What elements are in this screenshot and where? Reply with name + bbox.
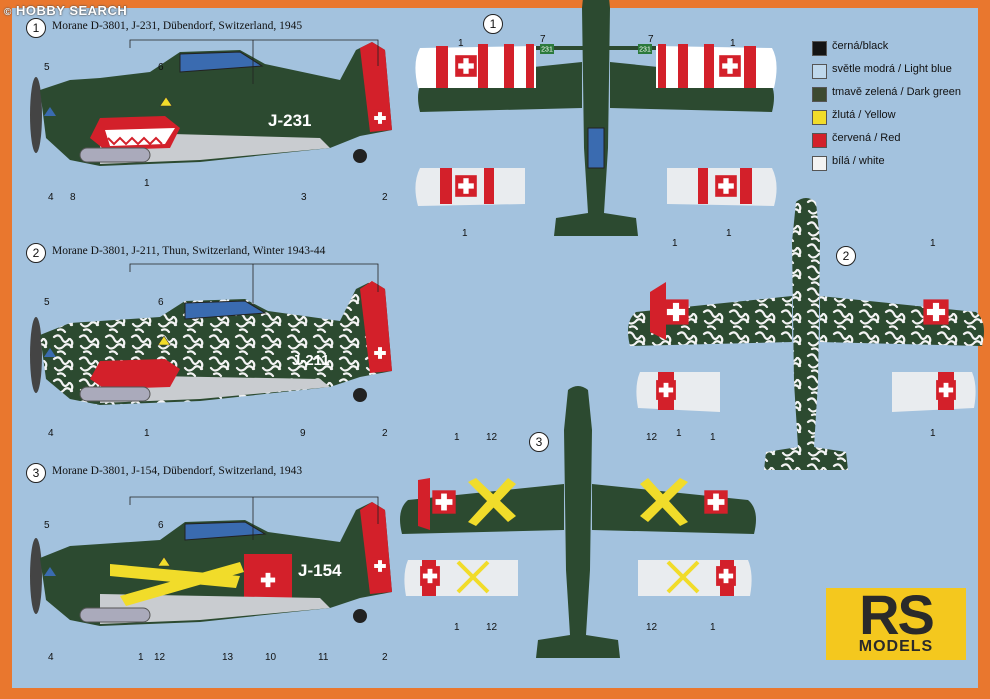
callout-t2-1d: 1 — [930, 428, 936, 439]
callout-p2-1: 1 — [144, 428, 150, 439]
callout-t1-1b: 1 — [730, 38, 736, 49]
callout-p3-11: 11 — [318, 652, 329, 663]
callout-p1-8: 8 — [70, 192, 76, 203]
legend-swatch-light-blue — [812, 64, 827, 79]
top-view-number-2: 2 — [836, 246, 856, 266]
legend-swatch-dark-green — [812, 87, 827, 102]
profile-aircraft-3: J-154 — [30, 502, 392, 626]
wing-serial-left: 231 — [541, 47, 553, 54]
callout-t3-12d: 12 — [646, 622, 658, 633]
callout-t1-1d: 1 — [726, 228, 732, 239]
callout-p3-10: 10 — [265, 652, 277, 663]
callout-p3-6: 6 — [158, 520, 164, 531]
callout-t2-1c: 1 — [676, 428, 682, 439]
callout-t2-1a: 1 — [672, 238, 678, 249]
callout-p3-1: 1 — [138, 652, 144, 663]
callout-p3-2: 2 — [382, 652, 388, 663]
callout-p1-2: 2 — [382, 192, 388, 203]
profile-aircraft-2: J-211 — [30, 281, 392, 405]
callout-t1-7a: 7 — [540, 34, 546, 45]
wing-serial-right: 231 — [639, 47, 651, 54]
callout-p2-4: 4 — [48, 428, 54, 439]
callout-p2-9: 9 — [300, 428, 306, 439]
callout-t3-1c: 1 — [454, 622, 460, 633]
top-view-number-1: 1 — [483, 14, 503, 34]
legend-label: světle modrá / Light blue — [832, 63, 952, 75]
callout-t2-1b: 1 — [930, 238, 936, 249]
legend-label: žlutá / Yellow — [832, 109, 896, 121]
logo-subtitle: MODELS — [858, 638, 934, 655]
callout-p3-12: 12 — [154, 652, 166, 663]
callout-t3-12b: 12 — [646, 432, 658, 443]
callout-p2-5: 5 — [44, 297, 50, 308]
callout-t1-1a: 1 — [458, 38, 464, 49]
top-view-number-3: 3 — [529, 432, 549, 452]
callout-t1-7b: 7 — [648, 34, 654, 45]
profile-number-1: 1 — [26, 18, 46, 38]
callout-p1-1: 1 — [144, 178, 150, 189]
callout-p1-6: 6 — [158, 62, 164, 73]
legend-swatch-black — [812, 41, 827, 56]
watermark-text: HOBBY SEARCH — [16, 3, 128, 18]
callout-p1-5: 5 — [44, 62, 50, 73]
profile-number-2: 2 — [26, 243, 46, 263]
callout-p1-3: 3 — [301, 192, 307, 203]
callout-t3-12c: 12 — [486, 622, 498, 633]
legend-label: červená / Red — [832, 132, 901, 144]
copyright-mark: © — [4, 7, 12, 18]
legend-label: černá/black — [832, 40, 889, 52]
callout-p3-13: 13 — [222, 652, 234, 663]
callout-p3-5: 5 — [44, 520, 50, 531]
legend-swatch-yellow — [812, 110, 827, 125]
rs-models-logo: RS MODELS — [826, 583, 966, 660]
profile-caption-2: Morane D-3801, J-211, Thun, Switzerland,… — [52, 245, 326, 257]
fuselage-code-1: J-231 — [268, 111, 311, 130]
callout-p2-6: 6 — [158, 297, 164, 308]
profile-aircraft-1: J-231 — [30, 42, 392, 166]
callout-t3-1a: 1 — [454, 432, 460, 443]
legend-swatch-white — [812, 156, 827, 171]
callout-p2-2: 2 — [382, 428, 388, 439]
fuselage-code-3: J-154 — [298, 561, 342, 580]
callout-t1-1c: 1 — [462, 228, 468, 239]
fuselage-code-2: J-211 — [292, 352, 330, 369]
plan-view-3 — [400, 386, 756, 658]
legend-label: tmavě zelená / Dark green — [832, 86, 962, 98]
callout-t3-1d: 1 — [710, 622, 716, 633]
profile-number-3: 3 — [26, 463, 46, 483]
callout-p3-4: 4 — [48, 652, 54, 663]
callout-t3-12a: 12 — [486, 432, 498, 443]
plan-view-1: 231 231 — [415, 0, 777, 236]
legend-swatch-red — [812, 133, 827, 148]
logo-letters: RS — [859, 583, 935, 646]
profile-caption-1: Morane D-3801, J-231, Dübendorf, Switzer… — [52, 20, 303, 32]
watermark: © HOBBY SEARCH — [4, 3, 127, 18]
plan-view-2 — [628, 198, 984, 470]
callout-p1-4: 4 — [48, 192, 54, 203]
legend-label: bílá / white — [832, 155, 885, 167]
callout-t3-1b: 1 — [710, 432, 716, 443]
profile-caption-3: Morane D-3801, J-154, Dübendorf, Switzer… — [52, 465, 303, 477]
